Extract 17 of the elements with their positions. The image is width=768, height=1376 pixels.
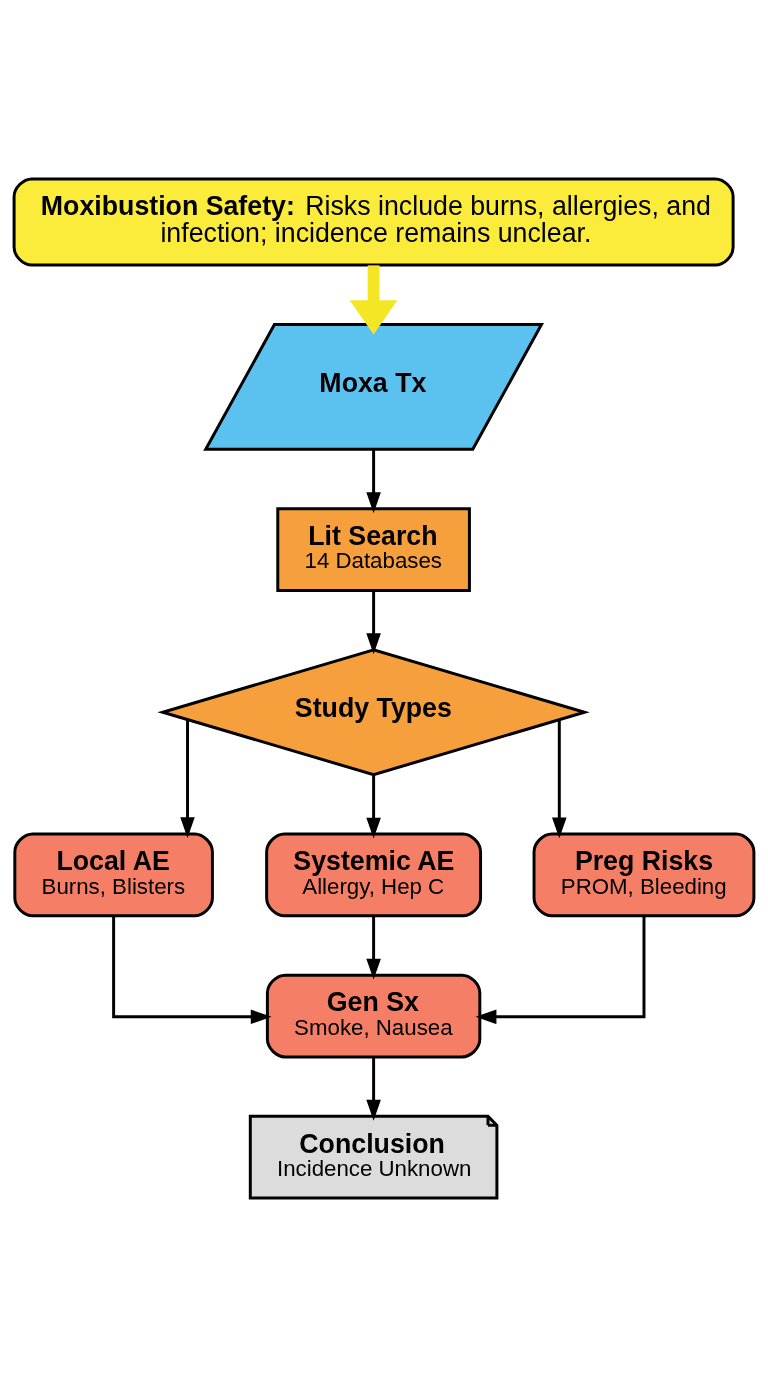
- arrow: [349, 264, 398, 334]
- arrow: [366, 1056, 381, 1121]
- arrow: [475, 915, 646, 1024]
- arrow: [180, 719, 195, 838]
- node-diamond: Study Types: [157, 647, 590, 776]
- arrow: [366, 915, 381, 980]
- node-box: Moxibustion Safety: Risks include burns, allergies, and infection; incidence remains unclear.: [12, 176, 735, 267]
- node-box: Gen Sx Smoke, Nausea: [265, 973, 482, 1058]
- arrow: [552, 719, 567, 838]
- node-box: Local AE Burns, Blisters: [13, 832, 214, 917]
- node-box: Preg Risks PROM, Bleeding: [532, 832, 756, 917]
- arrow: [366, 590, 381, 654]
- arrow: [112, 915, 272, 1024]
- arrow: [366, 448, 381, 513]
- node-box: Lit Search 14 Databases: [276, 506, 471, 592]
- arrow: [366, 774, 381, 839]
- node-box: Systemic AE Allergy, Hep C: [265, 832, 483, 917]
